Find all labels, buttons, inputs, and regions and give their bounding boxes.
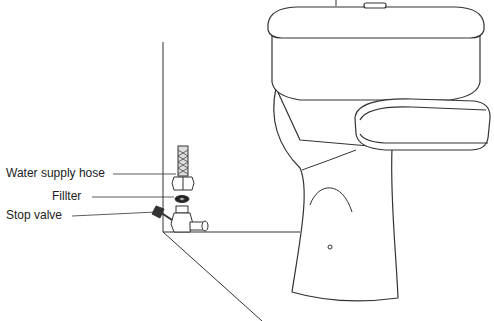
toilet-tank xyxy=(272,34,480,100)
filter-washer xyxy=(175,196,189,203)
nut-facet xyxy=(183,177,184,190)
toilet-seat-lid xyxy=(355,99,490,150)
part-label: Fillter xyxy=(52,189,81,203)
leader-line xyxy=(72,212,156,216)
supply-hose xyxy=(178,146,188,176)
flush-button xyxy=(364,3,386,8)
seat-edge xyxy=(360,107,486,120)
part-label: Water supply hose xyxy=(6,166,105,180)
tank-lid xyxy=(268,7,484,38)
hose-braid xyxy=(178,150,188,174)
valve-outlet xyxy=(176,206,188,213)
seat-edge xyxy=(360,134,488,143)
bowl-curve xyxy=(302,150,356,170)
trapway-curve xyxy=(310,188,352,212)
hose-nut xyxy=(172,177,194,190)
leader-line xyxy=(113,174,176,175)
floor-corner xyxy=(163,232,262,321)
valve-inlet-end xyxy=(202,221,208,231)
bolt-hole xyxy=(328,245,332,249)
part-label: Stop valve xyxy=(6,208,62,222)
wall-edge xyxy=(336,0,337,6)
wall-edge xyxy=(163,42,164,232)
filter-hole xyxy=(180,198,185,200)
leader-line xyxy=(92,197,174,198)
